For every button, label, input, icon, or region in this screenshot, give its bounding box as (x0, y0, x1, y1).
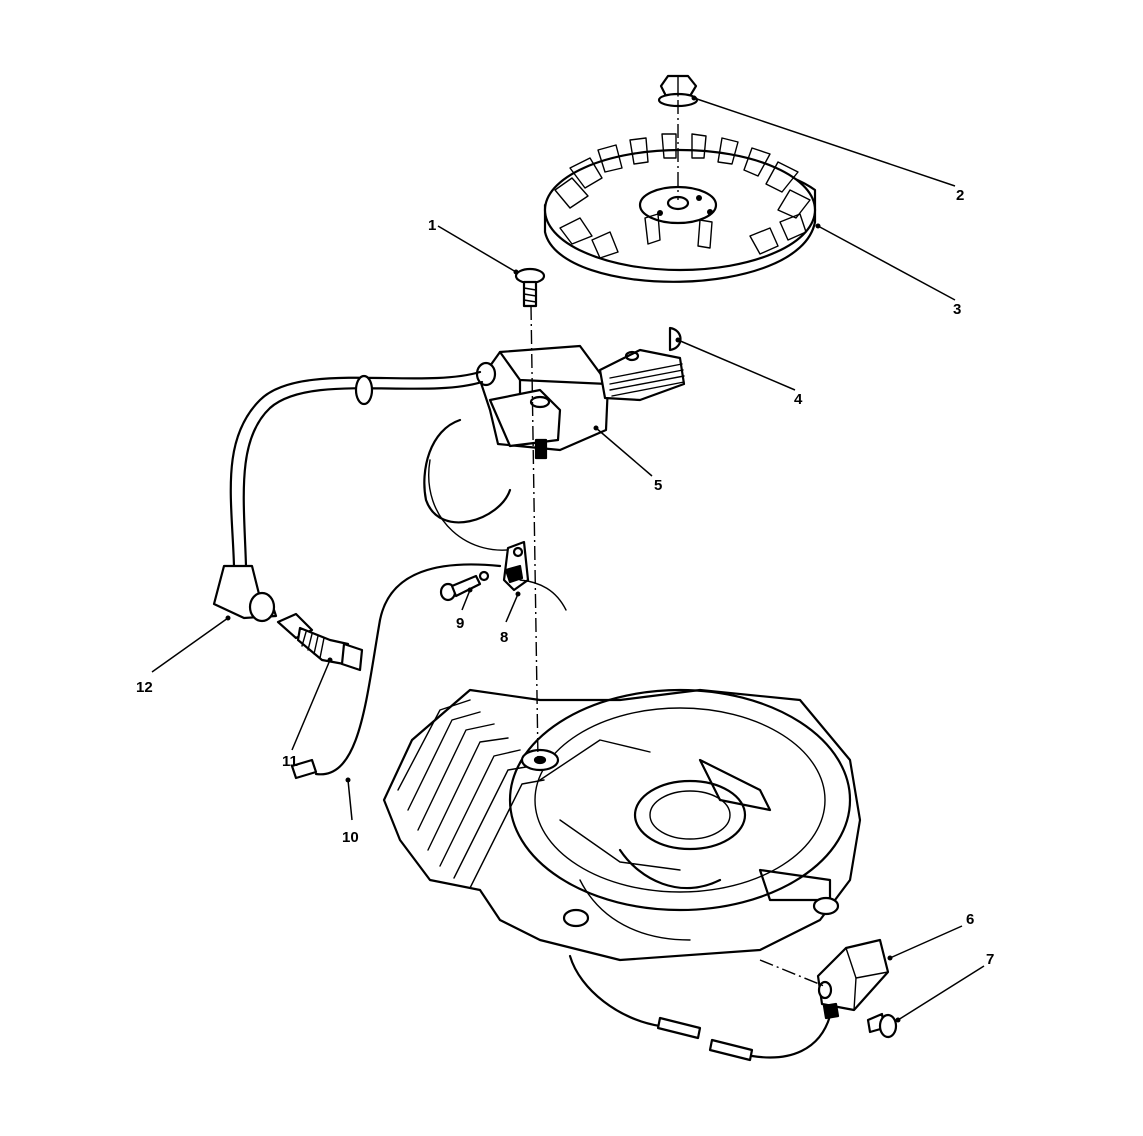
callout-7: 7 (986, 951, 994, 968)
callout-10: 10 (342, 829, 359, 846)
part-spark-plug-boot (212, 564, 278, 623)
callout-labels: 1 2 3 4 5 6 7 8 9 10 11 12 (136, 187, 994, 968)
part-kill-wire (290, 563, 567, 780)
callout-3: 3 (953, 301, 961, 318)
callout-5: 5 (654, 477, 662, 494)
callout-2: 2 (956, 187, 964, 204)
callout-12: 12 (136, 679, 153, 696)
part-coil-screw (514, 267, 546, 308)
part-terminal-bracket (502, 540, 530, 592)
high-tension-lead (229, 370, 484, 568)
module-lead (568, 954, 832, 1062)
callout-6: 6 (966, 911, 974, 928)
callout-8: 8 (500, 629, 508, 646)
callout-4: 4 (794, 391, 803, 408)
part-flywheel (543, 133, 817, 283)
callout-11: 11 (282, 753, 298, 770)
part-module-screw (866, 1012, 898, 1039)
leader-lines (151, 95, 985, 1023)
engine-block (382, 688, 862, 962)
part-spark-plug (276, 612, 364, 672)
coil-ground-wire (423, 418, 521, 551)
part-bracket-screw (439, 570, 490, 602)
callout-1: 1 (428, 217, 436, 234)
part-ignition-coil (475, 344, 686, 460)
assembly-centerlines (530, 100, 825, 987)
part-ignition-module (816, 938, 890, 1020)
callout-9: 9 (456, 615, 464, 632)
